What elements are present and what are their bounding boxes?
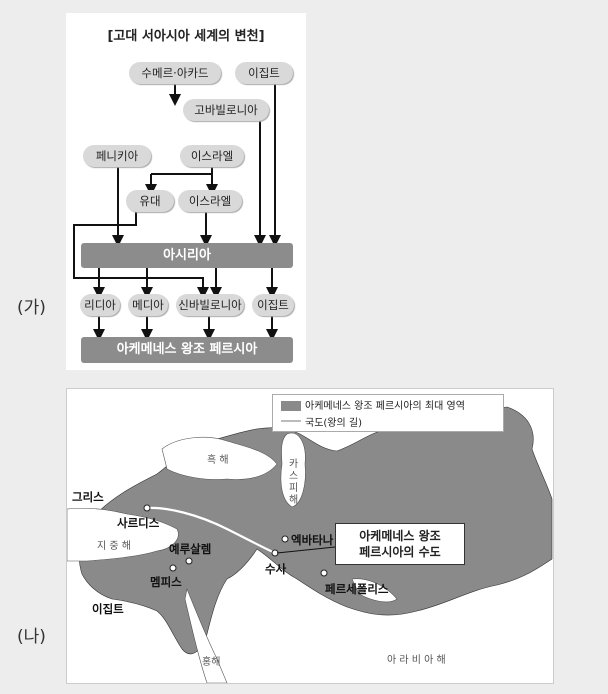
node-judah: 유대 bbox=[126, 190, 174, 212]
royal-road bbox=[146, 506, 276, 554]
node-lydia: 리디아 bbox=[80, 294, 120, 316]
mediterranean-shape bbox=[67, 507, 179, 562]
flow-arrows bbox=[73, 84, 281, 341]
node-achaemenid-persia: 아케메네스 왕조 페르시아 bbox=[81, 337, 293, 363]
susa-label: 수사 bbox=[265, 562, 287, 576]
red-sea-shape bbox=[184, 587, 228, 683]
mediterranean-label: 지 중 해 bbox=[97, 541, 131, 552]
diagram-title: [고대 서아시아 세계의 변천] bbox=[107, 29, 265, 44]
node-egypt-bottom: 이집트 bbox=[252, 294, 294, 316]
part-a-label: (가) bbox=[17, 298, 46, 318]
node-sumer-akkad: 수메르·아카드 bbox=[129, 62, 221, 84]
greece-label: 그리스 bbox=[72, 490, 104, 504]
sardis-dot bbox=[143, 504, 151, 512]
map-territory bbox=[67, 406, 553, 683]
west-asia-flow-diagram: [고대 서아시아 세계의 변천] bbox=[66, 13, 306, 370]
node-israel-2: 이스라엘 bbox=[178, 190, 242, 212]
sardis-label: 사르디스 bbox=[117, 516, 160, 530]
memphis-dot bbox=[169, 564, 177, 572]
black-sea-shape bbox=[161, 436, 278, 480]
persepolis-dot bbox=[320, 569, 328, 577]
part-b-label: (나) bbox=[17, 627, 46, 647]
legend-road-swatch bbox=[281, 420, 301, 422]
ecbatana-dot bbox=[281, 535, 289, 543]
callout-line bbox=[276, 546, 336, 554]
memphis-label: 멤피스 bbox=[150, 575, 182, 589]
arabian-sea-label: 아 라 비 아 해 bbox=[387, 655, 446, 666]
ecbatana-label: 엑바타나 bbox=[291, 533, 334, 547]
capital-callout: 아케메네스 왕조 페르시아의 수도 bbox=[335, 523, 465, 565]
jerusalem-label: 예루살렘 bbox=[169, 542, 212, 556]
node-phoenicia: 페니키아 bbox=[83, 145, 151, 167]
node-old-babylonia: 고바빌로니아 bbox=[183, 99, 269, 121]
node-egypt-top: 이집트 bbox=[235, 62, 293, 84]
persia-map: 아케메네스 왕조 페르시아의 최대 영역 국도(왕의 길) 흑 해 카스피해 지… bbox=[66, 388, 554, 684]
red-sea-label: 홍해 bbox=[202, 657, 221, 668]
node-media: 메디아 bbox=[128, 294, 168, 316]
node-assyria: 아시리아 bbox=[81, 243, 293, 268]
node-israel: 이스라엘 bbox=[180, 145, 244, 167]
node-neo-babylonia: 신바빌로니아 bbox=[176, 294, 244, 316]
egypt-label: 이집트 bbox=[92, 602, 124, 616]
persian-gulf-shape bbox=[351, 578, 398, 603]
black-sea-label: 흑 해 bbox=[207, 455, 229, 466]
legend-road-label: 국도(왕의 길) bbox=[305, 418, 362, 429]
legend-area-swatch bbox=[281, 401, 301, 411]
jerusalem-dot bbox=[185, 557, 193, 565]
map-legend: 아케메네스 왕조 페르시아의 최대 영역 국도(왕의 길) bbox=[272, 394, 504, 432]
persepolis-label: 페르세폴리스 bbox=[325, 582, 389, 596]
caspian-sea-shape bbox=[280, 432, 306, 508]
legend-area-label: 아케메네스 왕조 페르시아의 최대 영역 bbox=[305, 401, 465, 412]
caspian-sea-label: 카스피해 bbox=[289, 459, 299, 506]
